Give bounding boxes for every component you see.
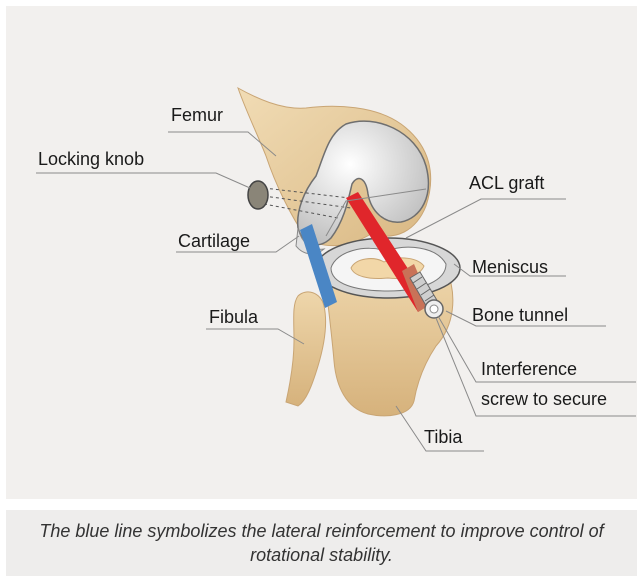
label-locking-knob: Locking knob bbox=[38, 148, 144, 170]
locking-knob bbox=[248, 181, 268, 209]
label-bone-tunnel: Bone tunnel bbox=[472, 304, 568, 326]
label-tibia: Tibia bbox=[424, 426, 462, 448]
label-interference-line-1: Interference bbox=[481, 358, 577, 380]
fibula-leader bbox=[206, 329, 304, 344]
knee-illustration bbox=[6, 6, 637, 499]
label-acl-graft: ACL graft bbox=[469, 172, 544, 194]
label-fibula: Fibula bbox=[209, 306, 258, 328]
fibula-bone bbox=[286, 292, 326, 406]
caption-box: The blue line symbolizes the lateral rei… bbox=[6, 510, 637, 576]
locking-knob-leader bbox=[36, 173, 250, 188]
label-cartilage: Cartilage bbox=[178, 230, 250, 252]
label-interference-line-2: screw to secure bbox=[481, 388, 607, 410]
caption-text: The blue line symbolizes the lateral rei… bbox=[17, 519, 627, 567]
label-meniscus: Meniscus bbox=[472, 256, 548, 278]
knee-diagram: Femur Locking knob ACL graft Cartilage M… bbox=[6, 6, 637, 499]
label-femur: Femur bbox=[171, 104, 223, 126]
